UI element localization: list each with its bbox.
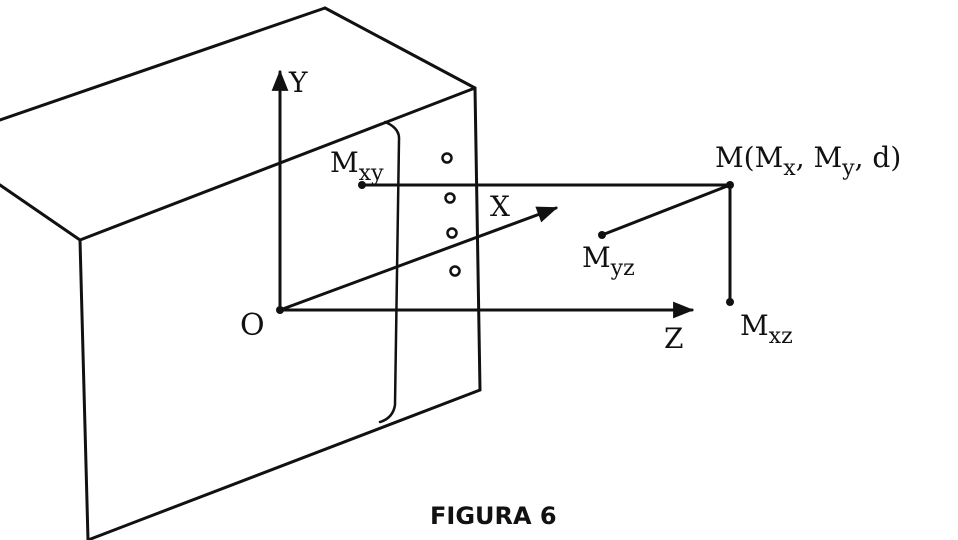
point-o-dot [276, 306, 284, 314]
point-myz-dot [598, 231, 606, 239]
box-right-vertical-edge [473, 86, 482, 392]
marker-circle [449, 265, 461, 277]
m-xy-label: Mxy [330, 146, 384, 186]
point-m-part: M(M [715, 141, 783, 174]
box-left-top-edge [0, 183, 82, 242]
origin-label: O [240, 308, 265, 343]
box-top-back-edge [0, 6, 327, 122]
m-xz-sub: xz [769, 324, 793, 349]
marker-circle [444, 192, 456, 204]
point-mxz-dot [726, 298, 734, 306]
marker-circle [441, 152, 453, 164]
box-top-right-edge [323, 6, 477, 90]
axis-y-label: Y [288, 66, 308, 99]
point-m-part: , M [796, 141, 842, 174]
m-yz-base: M [582, 241, 611, 274]
point-m-part: , d) [855, 141, 902, 174]
m-xz-base: M [740, 309, 769, 342]
figure-caption: FIGURA 6 [430, 502, 557, 530]
box-top-front-edge [78, 86, 477, 242]
axis-x-label: X [490, 190, 510, 223]
sensor-strip-curve [378, 120, 401, 424]
projection-lines [360, 183, 732, 304]
marker-circles [441, 152, 461, 277]
m-xy-base: M [330, 146, 359, 179]
points [276, 181, 734, 314]
m-yz-label: Myz [582, 241, 635, 281]
box-front-left-edge [78, 238, 90, 540]
axes [271, 69, 695, 319]
box-outline [0, 6, 482, 540]
point-m-dot [726, 181, 734, 189]
m-xz-label: Mxz [740, 309, 793, 349]
box-bottom-edge [86, 388, 482, 540]
point-m-sub-x: x [783, 156, 796, 181]
m-to-myz-line [600, 183, 732, 237]
axis-z-label: Z [664, 322, 683, 355]
point-mxy-dot [358, 181, 366, 189]
marker-circle [446, 227, 458, 239]
point-m-sub-y: y [841, 156, 855, 181]
x-axis [278, 206, 558, 312]
m-yz-sub: yz [610, 256, 635, 281]
m-xy-sub: xy [359, 161, 384, 186]
point-m-label: M(Mx, My, d) [715, 141, 901, 181]
